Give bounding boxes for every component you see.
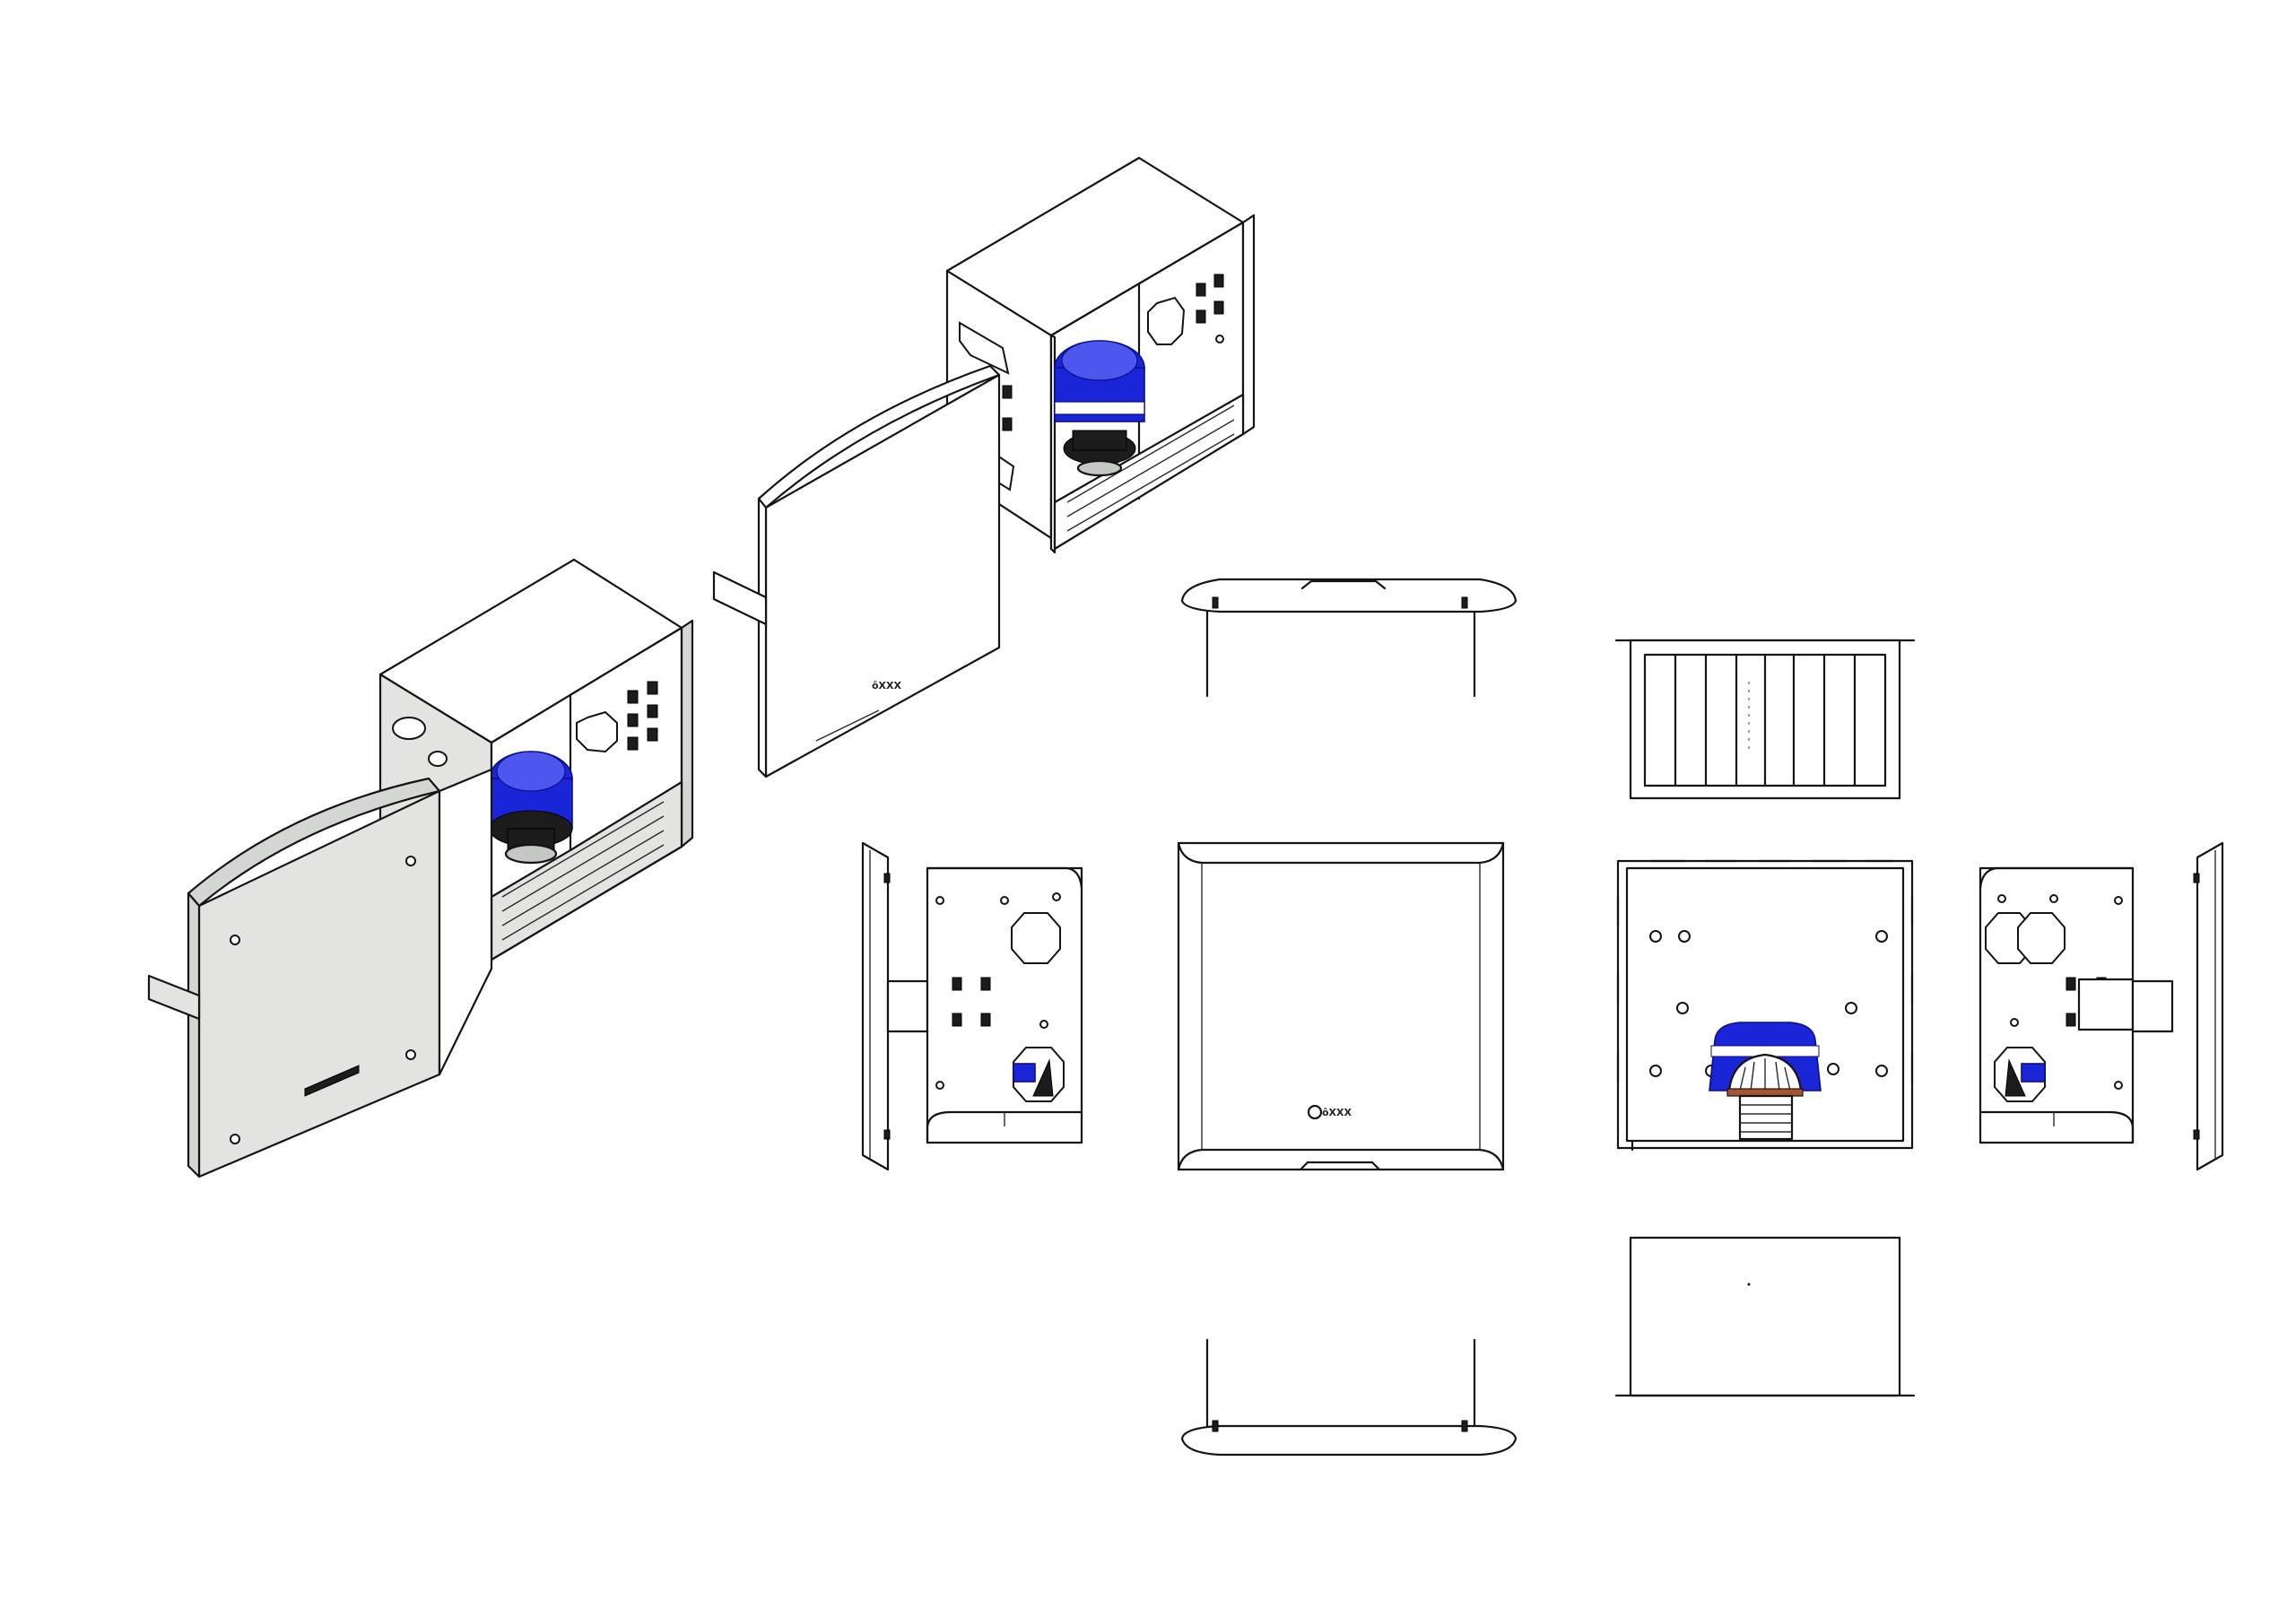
isometric-view-exploded: ôXXX (712, 156, 1256, 778)
bottom-plate-view (1614, 1236, 1916, 1397)
top-view (1180, 578, 1518, 698)
front-view-logo: ôXXX (1322, 1107, 1352, 1118)
bottom-view (1180, 1338, 1518, 1457)
right-view (1979, 841, 2224, 1171)
rear-internal-view (1616, 859, 1914, 1152)
left-view (861, 841, 1083, 1171)
top-grille-view (1614, 639, 1916, 800)
isometric-lid-logo: ôXXX (872, 680, 902, 691)
isometric-view-closed (147, 558, 694, 1178)
front-view: ôXXX (1177, 841, 1505, 1171)
